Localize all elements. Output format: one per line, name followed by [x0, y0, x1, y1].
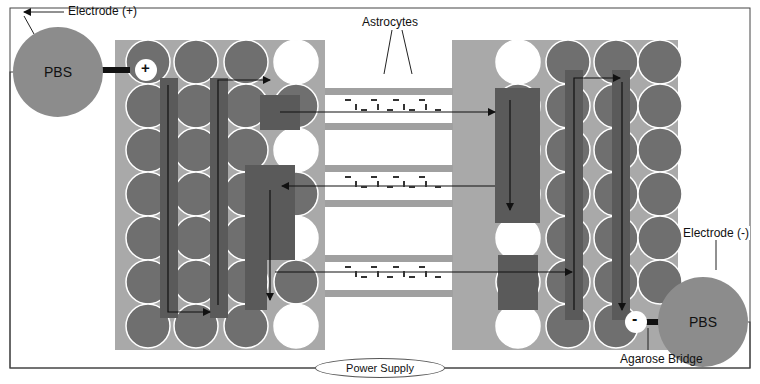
- astrocyte: [409, 186, 415, 188]
- chamber-circle: [638, 84, 682, 128]
- chamber-circle: [638, 128, 682, 172]
- astrocyte: [345, 99, 351, 101]
- astrocyte: [377, 104, 379, 110]
- pbs-reservoir: PBS: [13, 27, 103, 117]
- chamber-circle: [638, 216, 682, 260]
- astrocyte: [425, 104, 427, 110]
- astrocyte: [425, 271, 427, 277]
- astrocyte: [435, 276, 441, 278]
- bridge-label: Agarose Bridge: [620, 352, 703, 366]
- astrocyte: [371, 99, 377, 101]
- astrocyte: [435, 186, 441, 188]
- astrocyte: [371, 266, 377, 268]
- astrocyte: [361, 109, 367, 111]
- astrocyte: [377, 271, 379, 277]
- astrocyte: [403, 181, 405, 187]
- chamber-circle: [174, 40, 218, 84]
- chamber-circle: [274, 260, 318, 304]
- chamber-circle: [224, 304, 268, 348]
- polarity-sign: -: [632, 312, 637, 326]
- astrocyte: [355, 104, 357, 110]
- astrocyte: [377, 181, 379, 187]
- polarity-sign: +: [141, 61, 150, 75]
- astrocyte: [371, 176, 377, 178]
- astrocyte: [387, 186, 393, 188]
- astrocyte: [403, 104, 405, 110]
- astrocyte: [387, 109, 393, 111]
- astrocyte: [345, 176, 351, 178]
- astrocyte: [361, 276, 367, 278]
- node-text: PBS: [689, 314, 717, 330]
- cell-label: Astrocytes: [362, 15, 418, 29]
- astrocyte: [355, 181, 357, 187]
- node-text: PBS: [44, 64, 72, 80]
- astrocyte: [361, 186, 367, 188]
- chamber-circle: [274, 304, 318, 348]
- astrocyte: [387, 276, 393, 278]
- astrocyte: [435, 109, 441, 111]
- astrocyte: [393, 266, 399, 268]
- astrocyte: [409, 276, 415, 278]
- chamber-circle: [638, 172, 682, 216]
- astrocyte: [419, 176, 425, 178]
- chamber-circle: [638, 40, 682, 84]
- astrocyte: [393, 176, 399, 178]
- chamber-circle: [274, 40, 318, 84]
- astrocyte: [403, 271, 405, 277]
- chamber-circle: [126, 40, 170, 84]
- astrocyte: [425, 181, 427, 187]
- node-text: Power Supply: [346, 362, 414, 374]
- astrocyte: [409, 109, 415, 111]
- chamber-circle: [224, 40, 268, 84]
- astrocyte: [419, 266, 425, 268]
- chamber-circle: [496, 304, 540, 348]
- astrocyte: [393, 99, 399, 101]
- astrocyte: [419, 99, 425, 101]
- electrode-label: Electrode (+): [68, 4, 137, 18]
- chamber-circle: [496, 40, 540, 84]
- astrocyte: [345, 266, 351, 268]
- electrode-label: Electrode (-): [682, 226, 750, 240]
- power-supply: Power Supply: [315, 358, 445, 378]
- astrocyte: [355, 271, 357, 277]
